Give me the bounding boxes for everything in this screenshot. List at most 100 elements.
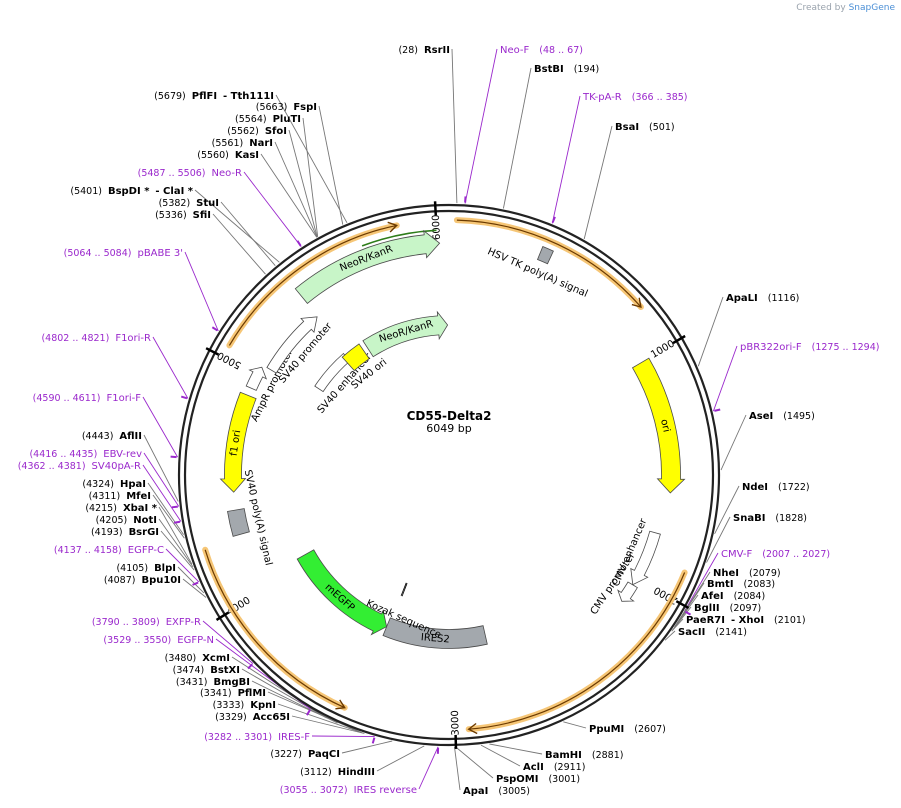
- site-coordinates: (3431): [176, 677, 208, 688]
- site-coordinates: (2084): [734, 591, 766, 602]
- site-coordinates: (3329): [215, 712, 247, 723]
- leader-pBR322oriF: [712, 345, 738, 412]
- orf-arrowhead: [631, 297, 642, 308]
- orf-band: [453, 217, 644, 310]
- site-label-iresf: (3282 .. 3301)IRES-F: [204, 732, 310, 743]
- leader-pBABE3: [184, 251, 219, 332]
- site-label-iresrev: (3055 .. 3072)IRES reverse: [280, 785, 417, 796]
- site-coordinates: (5336): [155, 210, 187, 221]
- site-label-mfei: (4311)MfeI: [89, 491, 151, 502]
- leader-ApaLI: [697, 296, 724, 367]
- snapgene-credit: Created by SnapGene: [796, 3, 895, 13]
- feature-ampr-promoter: [245, 366, 268, 391]
- leader-BsrGI: [160, 530, 195, 571]
- site-name: BmtI: [707, 579, 734, 590]
- site-name: BstXI: [210, 665, 240, 676]
- site-name: SfiI: [193, 210, 211, 221]
- site-name: FspI: [293, 102, 317, 113]
- site-coordinates: (4416 .. 4435): [29, 449, 97, 460]
- site-label-ndei: NdeI(1722): [742, 482, 810, 493]
- position-tick: [675, 600, 690, 610]
- site-name: pBR322ori-F: [740, 342, 802, 353]
- site-label-xbai: (4215)XbaI *: [85, 503, 157, 514]
- site-label-sfii: (5336) SfiI: [155, 210, 211, 221]
- site-label-bsrgi: (4193)BsrGI: [91, 527, 159, 538]
- site-name: HpaI: [120, 479, 146, 490]
- primer-site-mark: [211, 326, 218, 332]
- site-label-afei: AfeI(2084): [701, 591, 765, 602]
- site-label-cmvf: CMV-F(2007 .. 2027): [721, 549, 830, 560]
- site-coordinates: (1116): [768, 293, 800, 304]
- site-name: BamHI: [545, 750, 582, 761]
- leader-Bpu10I: [182, 578, 207, 598]
- site-label-kasi: (5560)KasI: [197, 150, 259, 161]
- leader-AclI: [480, 744, 521, 767]
- site-name: KpnI: [250, 700, 276, 711]
- orf-line: [456, 219, 642, 308]
- leader-StuI: [220, 201, 276, 266]
- site-coordinates: (3341): [200, 688, 232, 699]
- site-name: NheI: [713, 568, 739, 579]
- feature-sv40-poly-a-signal: [227, 508, 250, 537]
- site-name: Bpu10I: [141, 575, 181, 586]
- site-name: XcmI: [202, 653, 230, 664]
- kozak-mark: [400, 582, 407, 596]
- backbone-inner-ring: [183, 209, 715, 741]
- orf-arrowhead: [335, 699, 346, 710]
- leader-MfeI: [152, 494, 185, 539]
- position-tick-label: 1000: [649, 338, 677, 360]
- site-coordinates: (2607): [634, 724, 666, 735]
- leader-IRESrev: [418, 746, 439, 790]
- site-coordinates: (2881): [592, 750, 624, 761]
- feature-ori: [631, 357, 686, 494]
- snapgene-brand: SnapGene: [848, 3, 895, 13]
- position-tick: [672, 334, 686, 345]
- leader-TKpAR: [551, 95, 581, 224]
- site-coordinates: (3480): [165, 653, 197, 664]
- leader-PaeR7I: [671, 618, 684, 632]
- site-label-bamhi: BamHI (2881): [545, 750, 623, 761]
- site-label-pbabe3: (5064 .. 5084)pBABE 3': [64, 248, 183, 259]
- site-coordinates: (5401): [70, 186, 102, 197]
- site-coordinates: (4324): [82, 479, 114, 490]
- site-label-egfpn: (3529 .. 3550)EGFP-N: [103, 635, 214, 646]
- site-name: IRES reverse: [354, 785, 417, 796]
- kozak-mark: [401, 583, 408, 597]
- feature-sv40-promoter: [266, 316, 318, 374]
- site-name: BsaI: [615, 122, 639, 133]
- site-label-kpni: (3333)KpnI: [213, 700, 276, 711]
- primer-site-mark: [247, 663, 254, 670]
- primer-site-mark: [306, 709, 311, 716]
- leader-F1oriR: [152, 336, 189, 399]
- site-name: TK-pA-R: [582, 92, 622, 103]
- backbone-rings: [177, 203, 721, 747]
- plasmid-name: CD55-Delta2: [407, 409, 492, 423]
- site-label-snabi: SnaBI(1828): [733, 513, 807, 524]
- leader-NdeI: [714, 485, 740, 535]
- site-name: PspOMI: [496, 774, 538, 785]
- site-coordinates: (1722): [778, 482, 810, 493]
- site-name: EGFP-C: [128, 545, 164, 556]
- leader-SnaBI: [706, 516, 731, 563]
- leader-KpnI: [277, 703, 364, 734]
- leader-SfiI: [212, 213, 266, 275]
- site-label-tkpar: TK-pA-R(366 .. 385): [582, 92, 688, 103]
- site-name: pBABE 3': [137, 248, 183, 259]
- primer-site-mark: [192, 581, 199, 586]
- leader-PpuMI: [563, 721, 587, 729]
- site-name: BstBI: [534, 64, 564, 75]
- leader-EXFPR: [202, 620, 254, 664]
- leader-HindIII: [376, 745, 425, 772]
- site-label-exfpr: (3790 .. 3809)EXFP-R: [92, 617, 201, 628]
- site-label-sv40par: (4362 .. 4381)SV40pA-R: [18, 461, 141, 472]
- site-name: SacII: [678, 627, 705, 638]
- neo-orf-line: [361, 229, 437, 247]
- leader-PflFI: [275, 94, 348, 224]
- site-name: PflFI: [192, 91, 217, 102]
- site-label-hpai: (4324) HpaI: [82, 479, 146, 490]
- site-name: BglII: [694, 603, 720, 614]
- site-coordinates: (5382): [159, 198, 191, 209]
- site-name: Neo-F: [500, 45, 530, 56]
- site-name: BspDI *: [108, 186, 150, 197]
